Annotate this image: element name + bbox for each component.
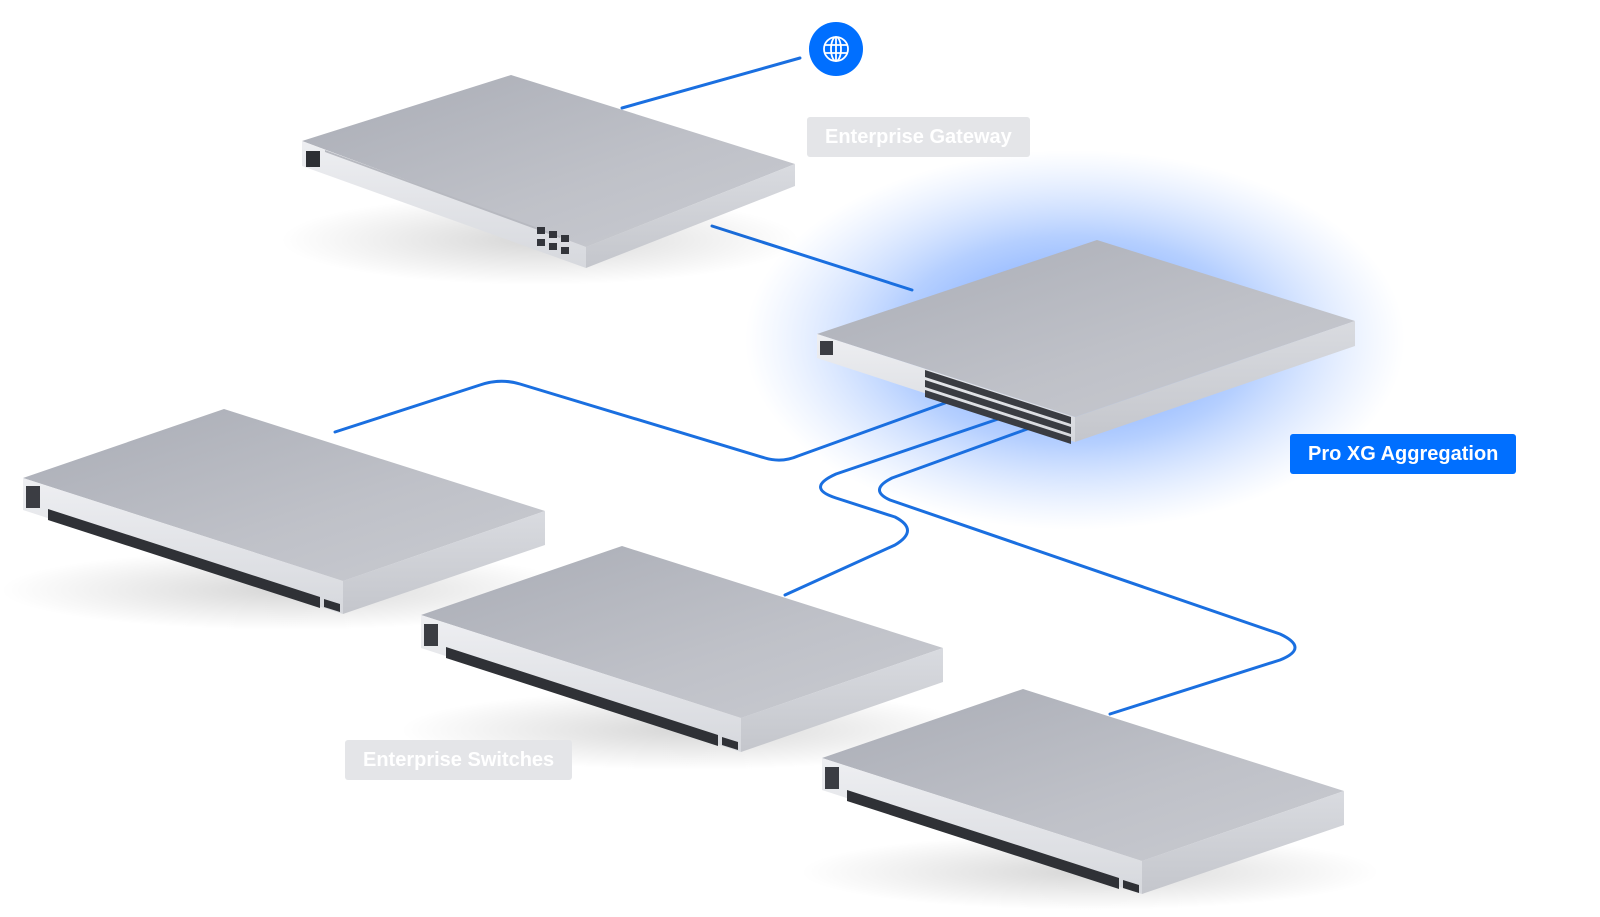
management-port [825, 767, 839, 789]
link-internet-gateway [620, 56, 802, 110]
enterprise-switch-3-device [800, 689, 1380, 910]
device-top [302, 75, 795, 247]
sfp-port-block [925, 370, 1071, 444]
enterprise-gateway-device [280, 75, 800, 285]
ethernet-port-row [847, 790, 1119, 889]
power-port [306, 151, 320, 167]
management-port [424, 624, 438, 646]
enterprise-gateway-label: Enterprise Gateway [807, 117, 1030, 157]
management-port [26, 486, 40, 508]
link-aggregation-switch-1 [333, 379, 947, 462]
device-top [817, 240, 1355, 417]
enterprise-switches-label: Enterprise Switches [345, 740, 573, 780]
device-top [23, 409, 545, 581]
uplink-ports [537, 227, 569, 254]
management-port [820, 341, 833, 355]
connection-links [333, 56, 1297, 716]
front-groove [325, 150, 560, 238]
link-aggregation-switch-3 [878, 426, 1297, 716]
device-side [343, 511, 545, 614]
sfp-port-pair [722, 737, 738, 750]
ethernet-port-row [48, 509, 320, 608]
device-top [421, 546, 943, 718]
device-side [1142, 791, 1344, 894]
device-top [822, 689, 1344, 861]
sfp-port-pair [1123, 880, 1139, 893]
pro-xg-aggregation-label: Pro XG Aggregation [1290, 434, 1517, 474]
globe-icon [823, 36, 849, 62]
internet-node [809, 22, 863, 76]
ethernet-port-row [446, 647, 718, 746]
sfp-port-pair [324, 599, 340, 612]
pro-xg-aggregation-device [817, 240, 1355, 444]
link-aggregation-switch-2 [783, 413, 1012, 597]
device-side [586, 164, 795, 268]
device-side [741, 648, 943, 752]
device-side [1075, 321, 1355, 442]
enterprise-switch-1-device [0, 409, 580, 630]
device-front [302, 141, 586, 268]
enterprise-switch-2-device [400, 546, 980, 770]
